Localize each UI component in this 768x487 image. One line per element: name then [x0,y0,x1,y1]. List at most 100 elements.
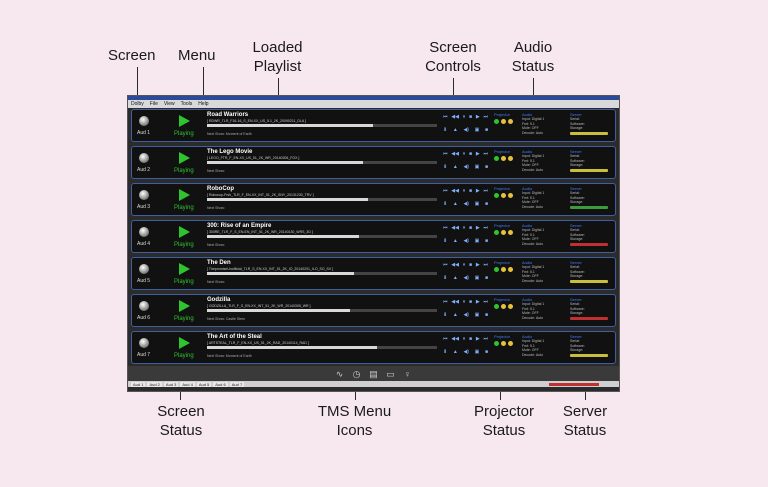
clock-icon[interactable]: ◷ [352,368,361,379]
control-button[interactable]: ▲ [452,349,458,355]
control-button[interactable]: ▲ [452,201,458,207]
control-button[interactable]: ▣ [474,349,480,355]
control-button[interactable]: ◀) [463,349,469,355]
control-button[interactable]: ⬇ [443,312,448,318]
control-button[interactable]: ▶ [475,262,480,268]
control-button[interactable]: ◀) [463,312,469,318]
control-button[interactable]: ⏮ [443,225,448,231]
control-button[interactable]: ⏮ [443,262,448,268]
control-button[interactable]: ⬇ [443,127,448,133]
control-button[interactable]: ⬇ [443,164,448,170]
control-button[interactable]: ■ [484,164,488,170]
screen-icon[interactable] [139,116,149,126]
control-button[interactable]: ▲ [452,164,458,170]
control-button[interactable]: ▣ [474,127,480,133]
control-button[interactable]: ⏭ [483,262,488,268]
control-button[interactable]: ⏸ [462,151,466,157]
screen-tab[interactable]: Aud 5 [196,381,212,387]
screen-icon[interactable] [139,264,149,274]
control-button[interactable]: ■ [484,201,488,207]
control-button[interactable]: ◀◀ [451,225,459,231]
control-button[interactable]: ◀) [463,201,469,207]
control-button[interactable]: ◀) [463,164,469,170]
control-button[interactable]: ■ [484,275,488,281]
control-button[interactable]: ◀◀ [451,299,459,305]
control-button[interactable]: ▣ [474,312,480,318]
control-button[interactable]: ■ [484,238,488,244]
control-button[interactable]: ⏮ [443,151,448,157]
screen-icon[interactable] [139,153,149,163]
screen-icon[interactable] [139,301,149,311]
control-button[interactable]: ▶ [475,188,480,194]
control-button[interactable]: ⬇ [443,275,448,281]
control-button[interactable]: ⏮ [443,188,448,194]
control-button[interactable]: ⏭ [483,336,488,342]
control-button[interactable]: ⏸ [462,225,466,231]
control-button[interactable]: ■ [469,336,473,342]
control-button[interactable]: ■ [484,349,488,355]
control-button[interactable]: ▶ [475,151,480,157]
control-button[interactable]: ■ [469,299,473,305]
control-button[interactable]: ◀) [463,127,469,133]
control-button[interactable]: ▲ [452,238,458,244]
control-button[interactable]: ⏭ [483,114,488,120]
control-button[interactable]: ▶ [475,336,480,342]
control-button[interactable]: ■ [484,127,488,133]
control-button[interactable]: ⬇ [443,238,448,244]
control-button[interactable]: ⏸ [462,188,466,194]
screen-tab[interactable]: Aud 4 [180,381,195,387]
control-button[interactable]: ■ [469,262,473,268]
control-button[interactable]: ◀◀ [451,336,459,342]
waveform-icon[interactable]: ∿ [335,368,344,379]
control-button[interactable]: ▶ [475,114,480,120]
menu-item-tools[interactable]: Tools [180,101,193,107]
control-button[interactable]: ◀) [463,275,469,281]
control-button[interactable]: ◀◀ [451,262,459,268]
control-button[interactable]: ⏭ [483,299,488,305]
control-button[interactable]: ⏮ [443,299,448,305]
control-button[interactable]: ◀◀ [451,188,459,194]
control-button[interactable]: ⏭ [483,151,488,157]
menu-item-help[interactable]: Help [198,101,209,107]
control-button[interactable]: ▣ [474,164,480,170]
control-button[interactable]: ▲ [452,312,458,318]
screen-tab[interactable]: Aud 7 [229,381,245,387]
control-button[interactable]: ⏮ [443,114,448,120]
control-button[interactable]: ⏭ [483,188,488,194]
control-button[interactable]: ◀) [463,238,469,244]
control-button[interactable]: ⬇ [443,201,448,207]
control-button[interactable]: ▶ [475,299,480,305]
control-button[interactable]: ■ [469,225,473,231]
menu-item-file[interactable]: File [149,101,158,107]
menu-item-dolby[interactable]: Dolby [131,101,144,107]
control-button[interactable]: ⏸ [462,299,466,305]
list-icon[interactable]: ▤ [369,368,378,379]
bulb-icon[interactable]: ♀ [404,368,411,379]
control-button[interactable]: ◀◀ [451,151,459,157]
control-button[interactable]: ◀◀ [451,114,459,120]
screen-tab[interactable]: Aud 3 [163,381,179,387]
control-button[interactable]: ⬇ [443,349,448,355]
control-button[interactable]: ■ [484,312,488,318]
control-button[interactable]: ⏸ [462,114,466,120]
control-button[interactable]: ▣ [474,275,480,281]
control-button[interactable]: ⏭ [483,225,488,231]
screen-icon[interactable] [139,338,149,348]
control-button[interactable]: ■ [469,114,473,120]
screen-tab[interactable]: Aud 2 [147,381,162,387]
control-button[interactable]: ▣ [474,201,480,207]
control-button[interactable]: ⏸ [462,336,466,342]
control-button[interactable]: ⏮ [443,336,448,342]
control-button[interactable]: ▲ [452,275,458,281]
screen-tab[interactable]: Aud 1 [131,381,146,387]
screen-tab[interactable]: Aud 6 [213,381,228,387]
control-button[interactable]: ▣ [474,238,480,244]
monitor-icon[interactable]: ▭ [386,368,395,379]
